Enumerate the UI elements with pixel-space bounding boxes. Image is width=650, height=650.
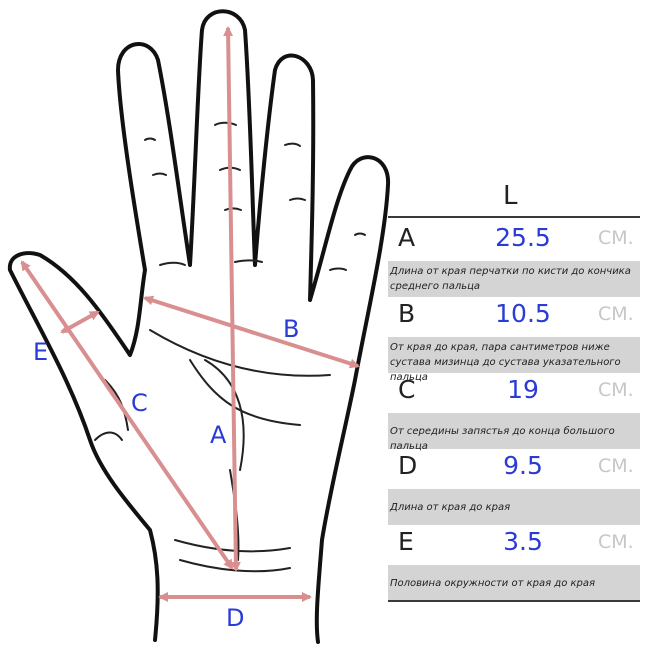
hand-outline (7, 9, 391, 644)
row-letter: B (398, 299, 416, 328)
row-d: D 9.5 СМ. Длина от края до края (388, 448, 640, 525)
label-d: D (226, 604, 245, 632)
row-unit: СМ. (598, 303, 634, 325)
label-a: A (210, 421, 227, 449)
label-b: B (283, 315, 300, 343)
row-value: 25.5 (495, 223, 551, 252)
row-value: 3.5 (503, 527, 543, 556)
row-description: От края до края, пара сантиметров ниже с… (388, 337, 640, 383)
arrow-c (20, 260, 234, 570)
size-label: L (503, 181, 518, 211)
arrow-a (223, 26, 241, 572)
row-description: Половина окружности от края до края (388, 565, 640, 601)
row-description: От середины запястья до конца большого п… (388, 413, 640, 452)
row-value: 10.5 (495, 299, 551, 328)
row-letter: D (398, 451, 418, 480)
row-b: B 10.5 СМ. От края до края, пара сантиме… (388, 296, 640, 383)
label-e: E (33, 338, 49, 366)
row-value: 9.5 (503, 451, 543, 480)
row-letter: A (398, 223, 416, 252)
table-bottom-rule (388, 600, 640, 602)
row-unit: СМ. (598, 455, 634, 477)
row-a: A 25.5 СМ. Длина от края перчатки по кис… (388, 220, 640, 297)
row-letter: C (398, 375, 416, 404)
row-description: Длина от края перчатки по кисти до кончи… (388, 261, 640, 297)
row-c: C 19 СМ. От середины запястья до конца б… (388, 372, 640, 452)
row-unit: СМ. (598, 531, 634, 553)
row-unit: СМ. (598, 379, 634, 401)
row-value: 19 (507, 375, 539, 404)
row-letter: E (398, 527, 414, 556)
row-unit: СМ. (598, 227, 634, 249)
size-header: L (388, 176, 640, 218)
row-description: Длина от края до края (388, 489, 640, 525)
label-c: C (131, 389, 148, 417)
arrow-b (143, 295, 360, 369)
arrow-e (60, 310, 100, 334)
row-e: E 3.5 СМ. Половина окружности от края до… (388, 524, 640, 601)
